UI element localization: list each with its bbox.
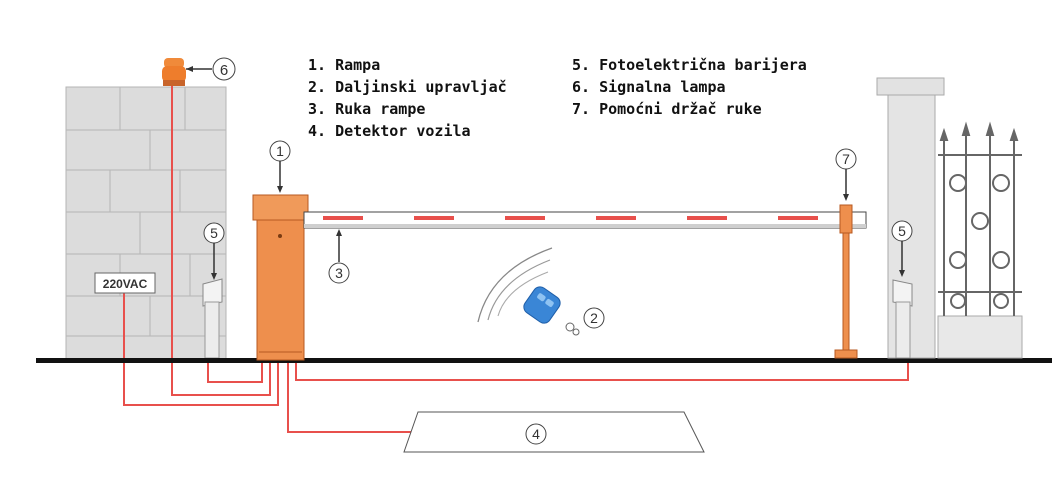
photocell-left (202, 278, 223, 359)
callout-3-number: 3 (335, 265, 343, 281)
callout-1-arrowhead (277, 186, 283, 193)
legend-item-1: 1. Rampa (308, 56, 381, 74)
photocell-right (892, 279, 913, 359)
callout-6-number: 6 (220, 62, 228, 79)
legend-left: 1. Rampa 2. Daljinski upravljač 3. Ruka … (308, 54, 507, 142)
callout-4-number: 4 (532, 426, 540, 442)
legend-item-6: 6. Signalna lampa (572, 78, 726, 96)
iron-fence (937, 121, 1023, 359)
callout-7-arrowhead (843, 194, 849, 201)
legend-item-4: 4. Detektor vozila (308, 122, 471, 140)
callout-3-circle (328, 262, 350, 284)
legend-item-3: 3. Ruka rampe (308, 100, 426, 118)
callout-6-arrowhead (186, 66, 193, 72)
callout-3-arrowhead (336, 229, 342, 236)
boom-arm (303, 211, 867, 229)
wiring (123, 86, 909, 433)
power-supply-label: 220VAC (103, 277, 148, 291)
callout-4-circle (525, 423, 547, 445)
legend-item-2: 2. Daljinski upravljač (308, 78, 507, 96)
signal-lamp (162, 58, 186, 86)
arm-holder-post (834, 204, 858, 359)
callout-5-left-arrowhead (211, 273, 217, 280)
callout-7-number: 7 (842, 151, 850, 167)
callout-2-number: 2 (590, 310, 598, 326)
ground-line (36, 358, 1052, 363)
callout-5-left-number: 5 (210, 225, 218, 241)
callout-6-circle (212, 57, 236, 81)
power-supply-box (94, 272, 156, 294)
legend-item-7: 7. Pomoćni držač ruke (572, 100, 762, 118)
callout-2-circle (583, 307, 605, 329)
legend-item-5: 5. Fotoelektrična barijera (572, 56, 807, 74)
barrier-cabinet (252, 194, 309, 361)
legend-right: 5. Fotoelektrična barijera 6. Signalna l… (572, 54, 807, 120)
callout-5-right-number: 5 (898, 223, 906, 239)
left-wall (65, 86, 227, 361)
remote-control (477, 247, 580, 336)
callout-1-number: 1 (276, 143, 284, 159)
vehicle-detector-loop (403, 411, 705, 453)
callout-5-right-arrowhead (899, 270, 905, 277)
